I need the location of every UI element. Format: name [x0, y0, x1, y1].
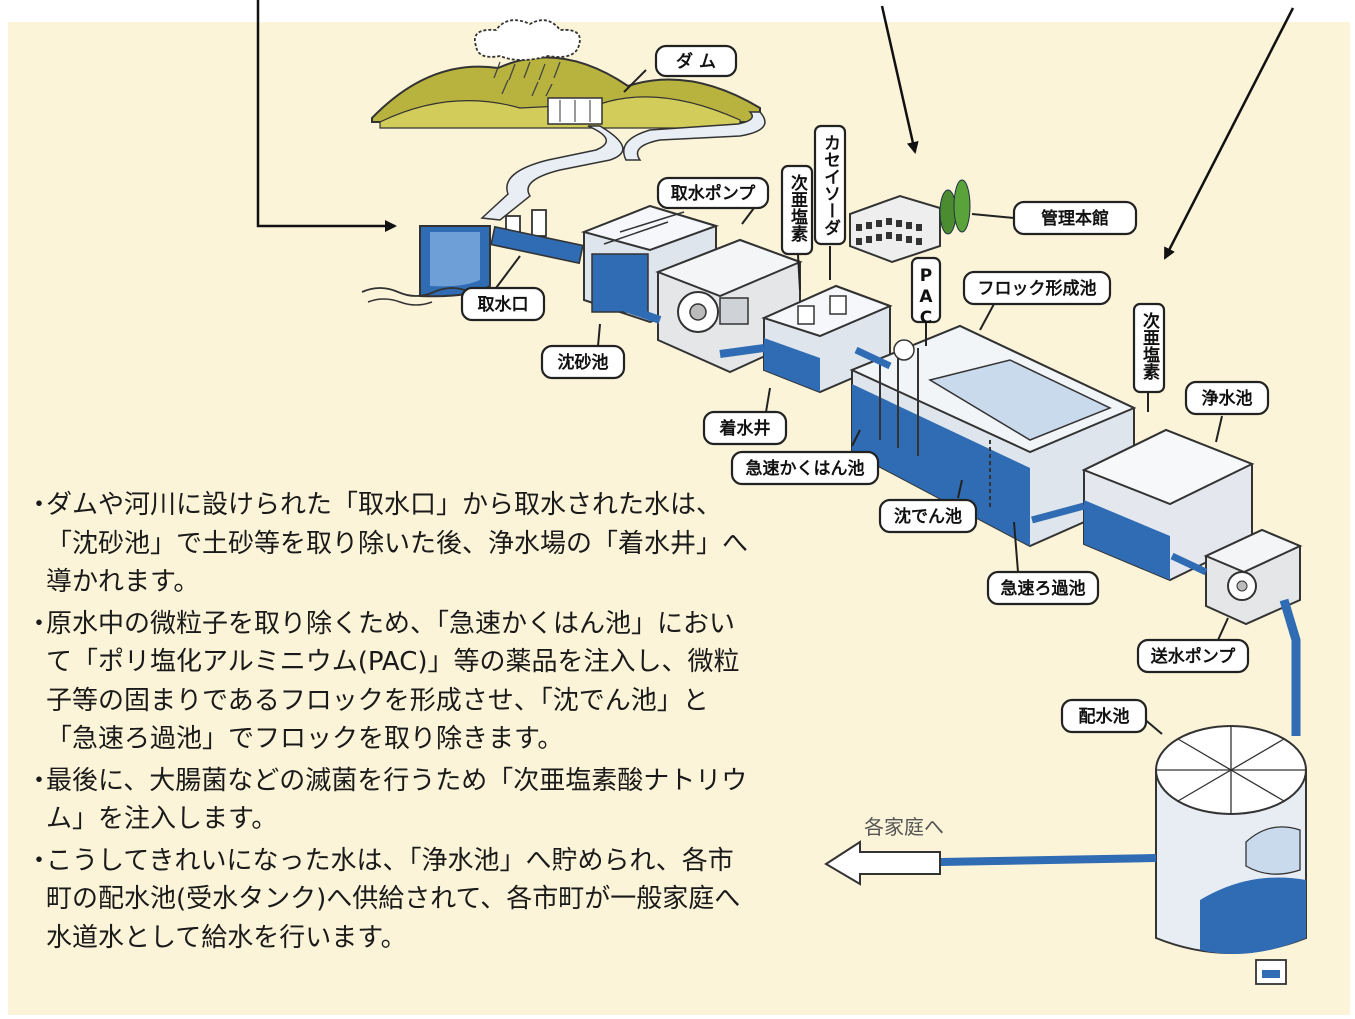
headquarters-label: 管理本館: [1041, 208, 1109, 229]
callout-dam: ダ ム: [654, 44, 738, 78]
distribution-pump: [1170, 528, 1303, 736]
receiving-well-label: 着水井: [719, 418, 771, 439]
bullet: ・: [26, 845, 53, 876]
callout-pac: PAC: [910, 256, 942, 329]
callout-floc-basin: フロック形成池: [962, 270, 1112, 306]
floc-basin-label: フロック形成池: [978, 278, 1097, 299]
hypochlorite-2-label: 次亜塩素: [1139, 311, 1160, 381]
description-text: 最後に、大腸菌などの滅菌を行うため「次亜塩素酸ナトリウム」を注入します。: [46, 765, 748, 835]
dam-illustration: [371, 19, 766, 221]
distribution-pump-label: 送水ポンプ: [1151, 646, 1236, 667]
pac-label: PAC: [916, 266, 936, 329]
description-item: ・ダムや河川に設けられた「取水口」から取水された水は、「沈砂池」で土砂等を取り除…: [26, 486, 756, 602]
callout-sedimentation: 沈でん池: [878, 498, 978, 534]
callout-hypochlorite-1: 次亜塩素: [780, 164, 814, 256]
description-item: ・原水中の微粒子を取り除くため、「急速かくはん池」において「ポリ塩化アルミニウム…: [26, 605, 756, 759]
rapid-filter-label: 急速ろ過池: [1001, 578, 1086, 599]
distribution-reservoir-label: 配水池: [1079, 706, 1130, 727]
to-homes-label: 各家庭へ: [864, 815, 944, 839]
sedimentation-label: 沈でん池: [894, 506, 962, 527]
bullet: ・: [26, 490, 53, 520]
callout-hypochlorite-2: 次亜塩素: [1132, 302, 1166, 394]
callout-rapid-mix: 急速かくはん池: [730, 450, 880, 486]
callout-grit-basin: 沈砂池: [540, 344, 626, 380]
intake-label: 取水口: [478, 294, 529, 315]
pointer-arrows: [256, 0, 1295, 260]
callout-intake-pump: 取水ポンプ: [656, 176, 770, 210]
receiving-well: [719, 284, 893, 394]
callout-headquarters: 管理本館: [1012, 200, 1138, 236]
distribution-reservoir: [1155, 725, 1307, 985]
leader-lines: [495, 69, 1229, 735]
description-text: こうしてきれいになった水は、「浄水池」へ貯められ、各市町の配水池(受水タンク)へ…: [46, 845, 741, 953]
clear-well: [1031, 428, 1255, 582]
callout-distribution-reservoir: 配水池: [1060, 698, 1148, 734]
bullet: ・: [26, 608, 53, 639]
intake-pump-label: 取水ポンプ: [671, 183, 756, 204]
output-to-homes: [824, 840, 1157, 886]
caustic-soda-label: カセイソーダ: [820, 134, 841, 236]
description-item: ・最後に、大腸菌などの滅菌を行うため「次亜塩素酸ナトリウム」を注入します。: [26, 762, 756, 839]
bullet: ・: [26, 765, 53, 796]
callout-clear-well: 浄水池: [1184, 380, 1270, 416]
description-list: ・ダムや河川に設けられた「取水口」から取水された水は、「沈砂池」で土砂等を取り除…: [26, 486, 756, 960]
callout-caustic-soda: カセイソーダ: [813, 124, 847, 246]
description-text: ダムや河川に設けられた「取水口」から取水された水は、「沈砂池」で土砂等を取り除い…: [46, 490, 749, 597]
intake-structure: [361, 209, 584, 306]
callout-intake: 取水口: [460, 286, 546, 322]
dam-label: ダ ム: [676, 51, 716, 72]
callout-rapid-filter: 急速ろ過池: [986, 570, 1100, 606]
description-item: ・こうしてきれいになった水は、「浄水池」へ貯められ、各市町の配水池(受水タンク)…: [26, 842, 756, 958]
headquarters-building: [849, 179, 971, 264]
hypochlorite-1-label: 次亜塩素: [787, 173, 808, 243]
treatment-train: [849, 324, 1137, 548]
callout-distribution-pump: 送水ポンプ: [1136, 638, 1250, 674]
rapid-mix-label: 急速かくはん池: [746, 458, 865, 479]
callout-receiving-well: 着水井: [702, 410, 788, 446]
clear-well-label: 浄水池: [1202, 388, 1253, 409]
description-text: 原水中の微粒子を取り除くため、「急速かくはん池」において「ポリ塩化アルミニウム(…: [46, 608, 740, 755]
grit-basin-label: 沈砂池: [558, 352, 609, 373]
